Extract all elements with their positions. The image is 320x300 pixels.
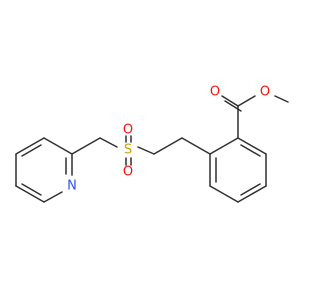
bond	[221, 95, 239, 107]
atom-ester-o-ether: O	[260, 85, 270, 100]
bond	[43, 137, 73, 155]
bond	[237, 137, 267, 155]
atom-pyridine-n: N	[67, 179, 77, 194]
bond	[240, 183, 261, 196]
bond	[209, 185, 239, 203]
bond	[137, 146, 155, 155]
bond	[153, 137, 183, 155]
bond	[209, 137, 239, 155]
bond	[237, 95, 256, 107]
atom-sulfonyl-s: S	[124, 143, 132, 158]
atom-sulfonyl-o-bottom: O	[123, 165, 133, 180]
bond	[71, 137, 101, 155]
bond	[237, 185, 267, 203]
bond	[99, 137, 118, 148]
bonds	[15, 95, 289, 203]
bond	[43, 191, 63, 203]
bond	[21, 183, 42, 196]
atom-ester-o-carbonyl: O	[210, 85, 220, 100]
bond	[274, 95, 289, 103]
bond	[224, 100, 242, 112]
bond	[21, 144, 42, 157]
bond	[181, 137, 211, 155]
bond	[240, 144, 261, 157]
bond	[15, 185, 45, 203]
atom-labels: O O S O O N	[67, 85, 270, 194]
atom-sulfonyl-o-top: O	[123, 123, 133, 138]
bond	[15, 137, 45, 155]
molecule-structure: O O S O O N	[15, 85, 289, 203]
